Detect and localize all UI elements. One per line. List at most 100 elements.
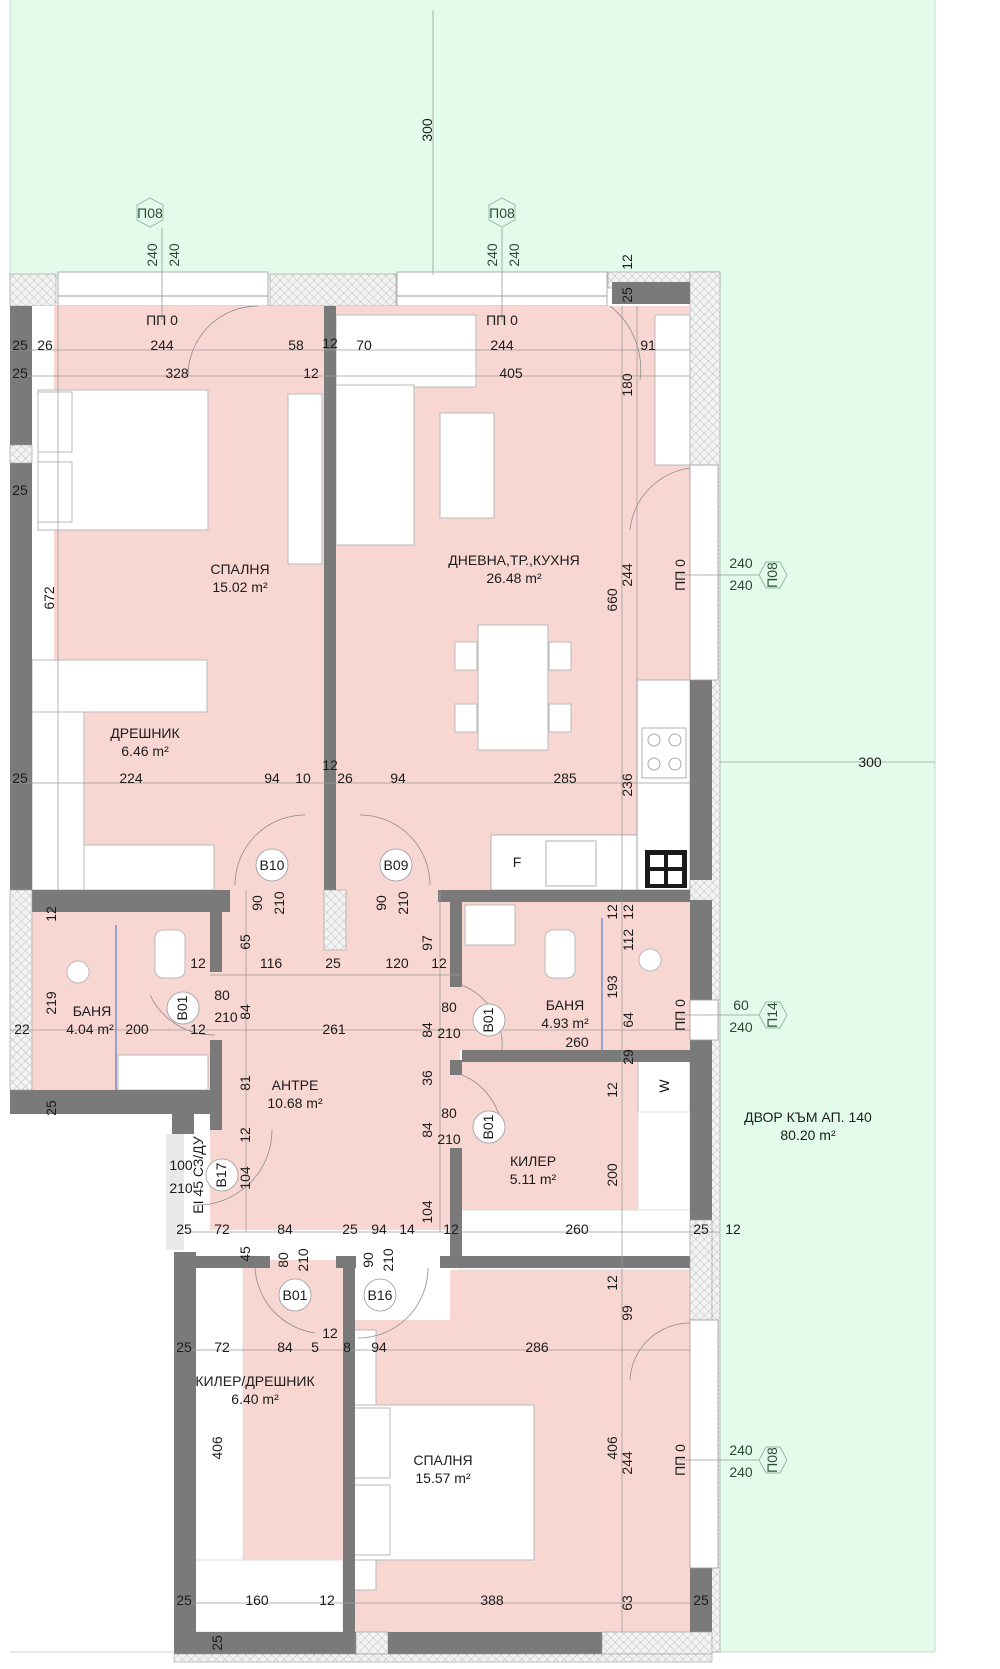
dim: 180: [619, 373, 635, 397]
wall: [690, 680, 712, 880]
svg-text:210: 210: [395, 891, 411, 915]
svg-text:П08: П08: [137, 205, 163, 221]
dim: 12: [431, 955, 447, 971]
yard-right-area: [720, 260, 935, 1652]
room-name-wardrobe1: ДРЕШНИК: [110, 725, 180, 741]
window-tag-p08-4[interactable]: П08 240 240 ПП 0: [672, 1442, 788, 1480]
yard-top-area: [10, 0, 935, 280]
window-p14[interactable]: [689, 999, 719, 1041]
dim: 25: [12, 365, 28, 381]
dim: 84: [419, 1122, 435, 1138]
svg-text:80: 80: [214, 987, 230, 1003]
pantry-shelf: [637, 1111, 691, 1211]
door-tag-b01-bath2[interactable]: В01 80 210: [437, 999, 506, 1041]
door-swing-b17[interactable]: [194, 1129, 273, 1206]
svg-text:90: 90: [249, 895, 265, 911]
washbasin: [117, 1054, 209, 1091]
wall: [438, 890, 690, 902]
room-area-bedroom2: 15.57 m²: [415, 1470, 471, 1486]
svg-text:П08: П08: [764, 562, 780, 588]
door-tag-b17-entrance[interactable]: В17 100 210 EI 45 СЗ/ДУ: [166, 1134, 239, 1250]
door-tag-b01-storage[interactable]: В01 80 210: [275, 1248, 312, 1312]
sofa: [335, 384, 415, 546]
wall: [450, 902, 462, 987]
dim: 97: [419, 935, 435, 951]
dim: 81: [237, 1075, 253, 1091]
wall: [343, 1262, 355, 1632]
door-swing-b16[interactable]: [357, 1267, 429, 1339]
dim: 70: [356, 337, 372, 353]
svg-text:В01: В01: [480, 1007, 496, 1032]
dim: 25: [325, 955, 341, 971]
wardrobe: [287, 393, 323, 565]
dim: 244: [619, 563, 635, 587]
wall: [210, 1040, 222, 1130]
dim: 10: [295, 770, 311, 786]
fridge-label: F: [513, 854, 522, 870]
svg-text:210: 210: [271, 891, 287, 915]
dim: 12: [619, 254, 635, 270]
dim: 12: [604, 1082, 620, 1098]
window-tag-p08-3[interactable]: П08 240 240 ПП 0: [672, 555, 788, 593]
dim: 200: [125, 1021, 149, 1037]
dim: 160: [245, 1592, 269, 1608]
dim: 244: [619, 1451, 635, 1475]
door-tag-b01-pantry[interactable]: В01 80 210: [437, 1105, 506, 1147]
svg-text:90: 90: [373, 895, 389, 911]
dim: 63: [619, 1595, 635, 1611]
dim: 224: [119, 770, 143, 786]
door-tag-b10[interactable]: В10 90 210: [249, 848, 289, 915]
window-tag-p08-1[interactable]: П08 240 240 ПП 0: [136, 197, 182, 328]
svg-text:240: 240: [729, 555, 753, 571]
dim: 25: [209, 1635, 225, 1651]
room-area-bath2: 4.93 m²: [541, 1015, 589, 1031]
insulation: [323, 889, 347, 951]
dim: 405: [499, 365, 523, 381]
wall: [174, 1632, 356, 1654]
wall: [690, 1568, 712, 1632]
toilet: [544, 929, 576, 979]
shower-drain: [66, 960, 90, 984]
dim: 58: [288, 337, 304, 353]
window-p08-4[interactable]: [689, 1319, 719, 1569]
door-swing: [609, 305, 642, 381]
svg-text:В10: В10: [260, 857, 285, 873]
dim: 84: [277, 1221, 293, 1237]
dim: 25: [176, 1339, 192, 1355]
wall: [174, 1252, 196, 1652]
svg-text:В17: В17: [213, 1162, 229, 1187]
dim: 12: [190, 1021, 206, 1037]
svg-text:ПП 0: ПП 0: [146, 312, 178, 328]
insulation: [269, 273, 397, 307]
sofa-back: [335, 314, 477, 388]
svg-text:П14: П14: [764, 1002, 780, 1028]
svg-text:В16: В16: [368, 1287, 393, 1303]
room-name-bedroom1: СПАЛНЯ: [210, 561, 269, 577]
dim: 72: [214, 1221, 230, 1237]
window-p08-1[interactable]: [57, 271, 269, 307]
dim: 26: [37, 337, 53, 353]
door-tag-b09[interactable]: В09 90 210: [373, 848, 413, 915]
burner: [647, 757, 661, 771]
window-tag-p08-2[interactable]: П08 240 240 ПП 0: [484, 197, 522, 328]
window-tag-p14[interactable]: П14 60 240 ПП 0: [672, 997, 788, 1035]
svg-text:210: 210: [380, 1248, 396, 1272]
room-area-hall: 10.68 m²: [267, 1095, 323, 1111]
toilet: [154, 929, 186, 979]
svg-text:240: 240: [484, 243, 500, 267]
dim: 22: [14, 1021, 30, 1037]
dim: 25: [342, 1221, 358, 1237]
burner: [647, 733, 661, 747]
door-swing-b01[interactable]: [254, 1267, 316, 1334]
door-tag-b16-bedroom2[interactable]: В16 90 210: [360, 1248, 397, 1312]
cabinet-cell: [650, 855, 664, 867]
dim: 328: [165, 365, 189, 381]
chair: [548, 703, 572, 733]
door-swing-b10[interactable]: [234, 814, 306, 886]
door-swing-b09[interactable]: [359, 814, 431, 886]
door-tag-b01-bath1[interactable]: В01 80 210: [166, 987, 238, 1025]
door-swing-b01[interactable]: [149, 994, 216, 1036]
window-p08-3[interactable]: [689, 464, 719, 681]
svg-text:80: 80: [441, 1105, 457, 1121]
